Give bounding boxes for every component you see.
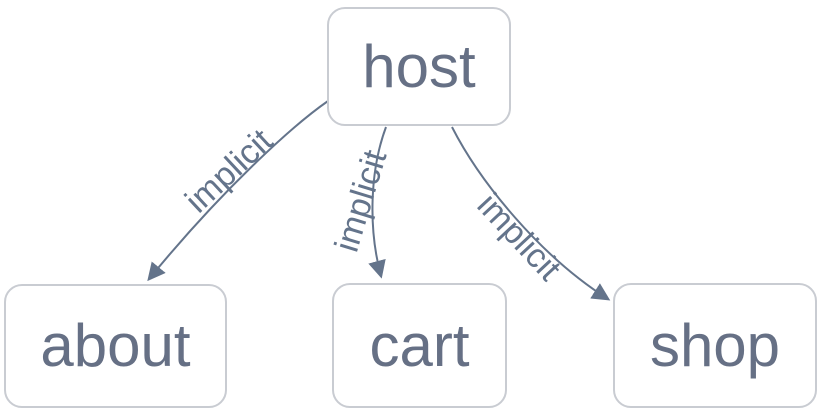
edge-host-shop [451,126,611,301]
node-cart-label: cart [369,311,470,379]
node-about-label: about [40,312,191,379]
edge-host-cart [368,126,387,279]
edge-label-host-cart: implicit [328,145,395,256]
node-cart[interactable]: cart [332,283,507,408]
node-shop[interactable]: shop [613,283,817,408]
edge-label-host-shop: implicit [470,186,569,288]
node-about[interactable]: about [4,284,227,408]
node-host-label: host [362,32,476,100]
node-shop-label: shop [649,311,781,379]
edge-label-host-about: implicit [178,121,280,220]
node-host[interactable]: host [327,7,511,126]
edge-host-about [147,100,329,282]
